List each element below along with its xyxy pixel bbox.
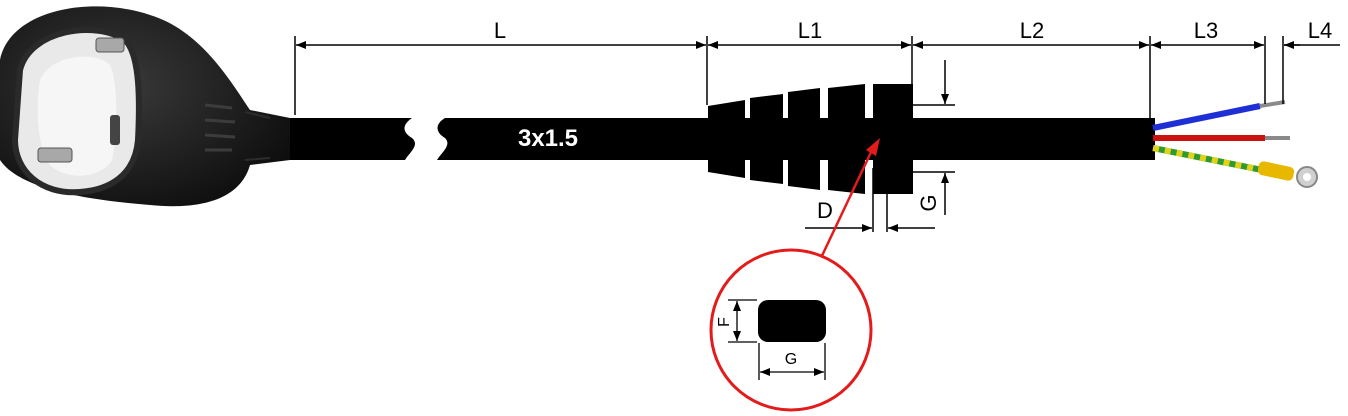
dim-label-l2: L2 — [1020, 18, 1044, 43]
detail-label-f: F — [716, 317, 733, 327]
cross-section-shape — [758, 300, 826, 342]
dim-label-l1: L1 — [798, 18, 822, 43]
dim-label-d: D — [817, 198, 833, 223]
dim-label-g: G — [916, 194, 941, 211]
dimension-lines — [294, 36, 1340, 232]
strain-relief-sleeve — [706, 84, 913, 194]
conductor-wires — [1152, 100, 1318, 188]
dim-label-l: L — [494, 18, 506, 43]
dim-label-l4: L4 — [1308, 18, 1332, 43]
socket-plug-icon — [0, 6, 290, 207]
dim-label-l3: L3 — [1194, 18, 1218, 43]
cable-jacket — [290, 118, 1155, 160]
detail-callout: F G — [709, 138, 880, 412]
cable-marking: 3x1.5 — [518, 125, 578, 152]
detail-label-g: G — [785, 351, 797, 368]
